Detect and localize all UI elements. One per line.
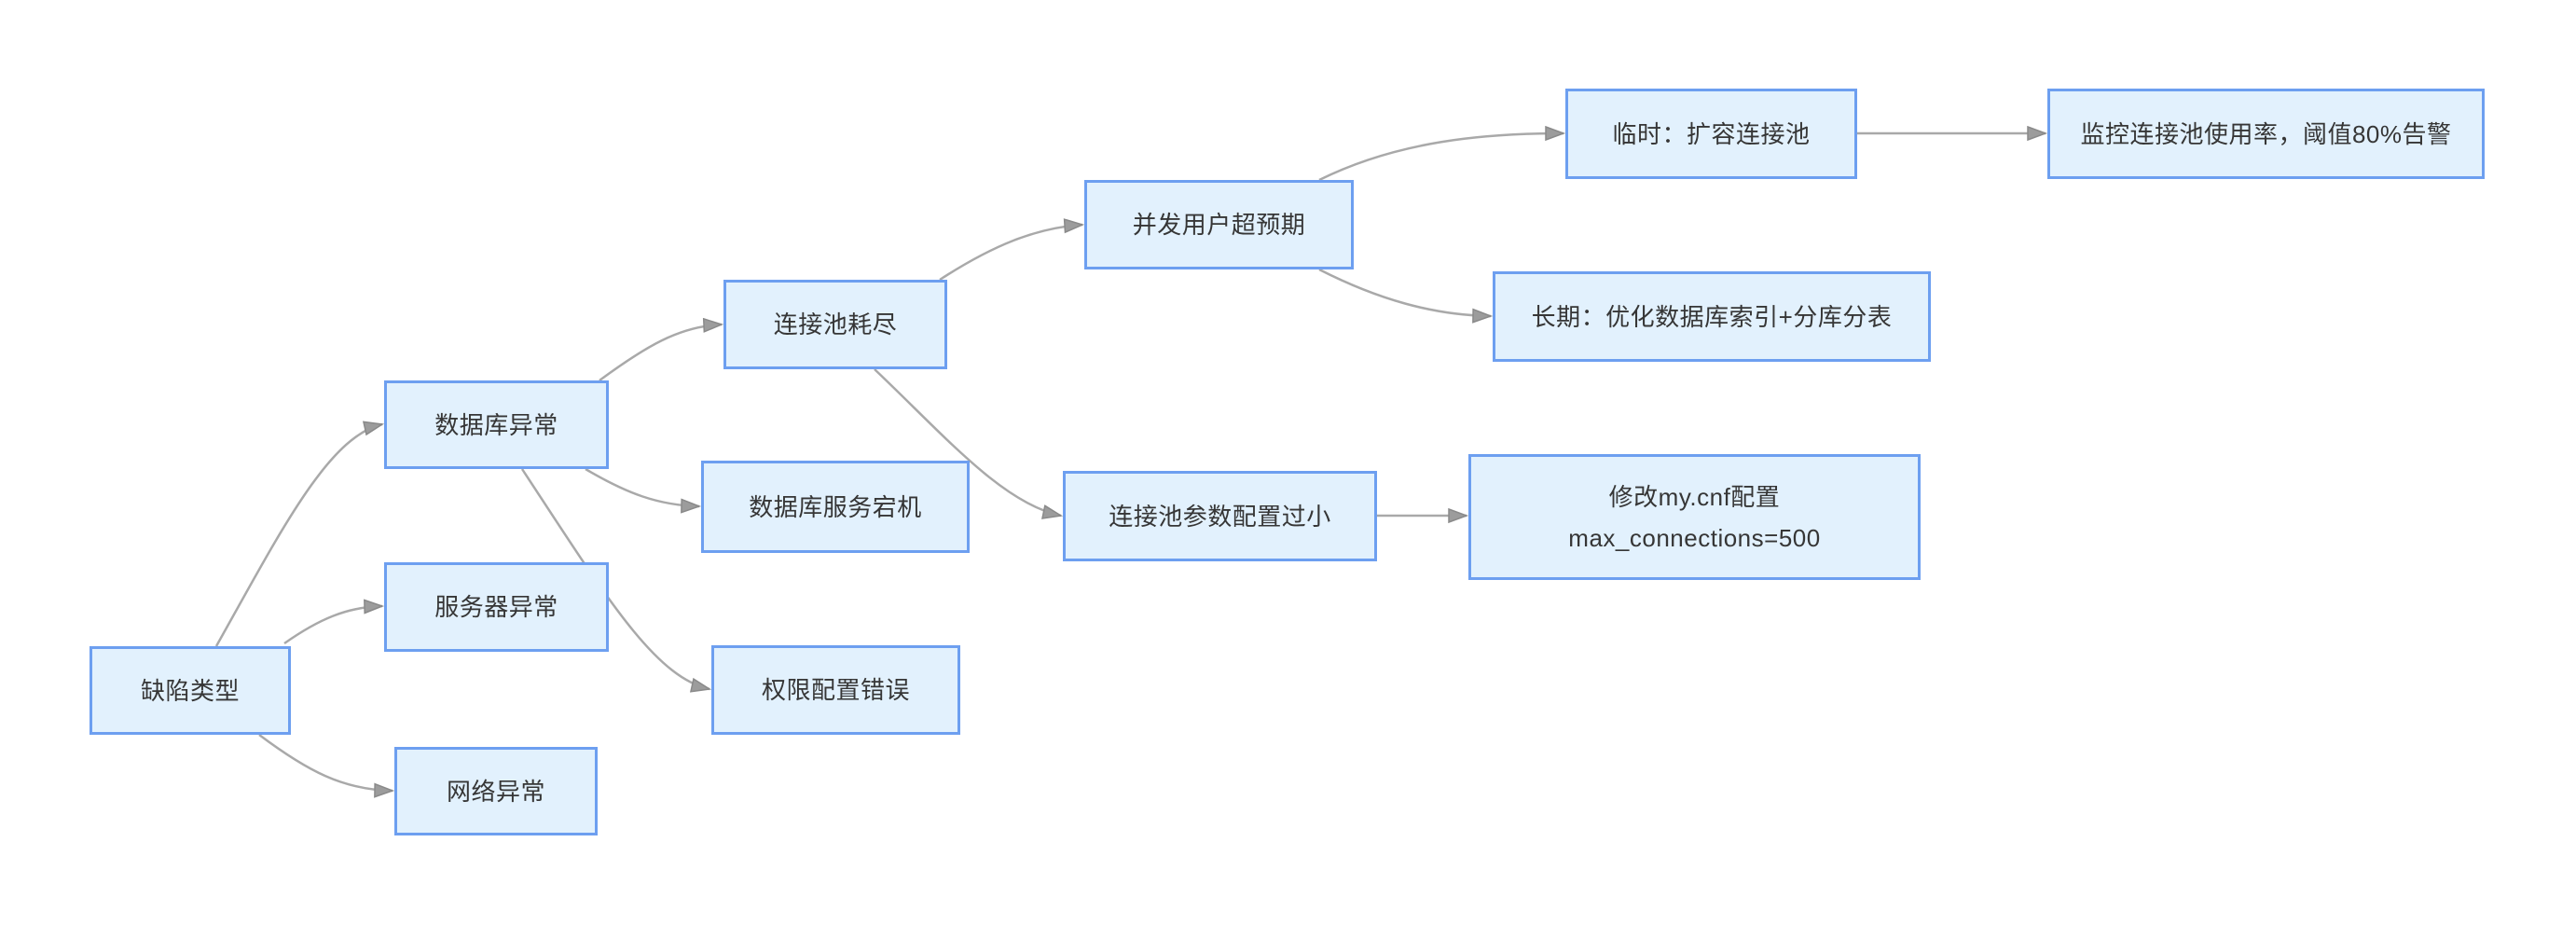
node-label: 数据库服务宕机 [749, 492, 922, 521]
node-database-exception[interactable]: 数据库异常 [384, 380, 609, 469]
node-defect-type[interactable]: 缺陷类型 [90, 646, 291, 735]
node-concurrent-users-exceeded[interactable]: 并发用户超预期 [1084, 180, 1354, 269]
edge-defect-type-to-server-exception [283, 606, 382, 645]
node-permission-config-error[interactable]: 权限配置错误 [711, 645, 960, 735]
node-label: 临时：扩容连接池 [1612, 119, 1811, 148]
edge-concurrent-users-exceeded-to-temp-expand-pool [1318, 133, 1564, 182]
node-label: 服务器异常 [434, 593, 558, 621]
node-server-exception[interactable]: 服务器异常 [384, 562, 609, 652]
node-label: 长期：优化数据库索引+分库分表 [1531, 302, 1893, 331]
node-label: 修改my.cnf配置 [1608, 482, 1781, 511]
node-label: 并发用户超预期 [1132, 211, 1306, 239]
node-database-service-down[interactable]: 数据库服务宕机 [701, 461, 970, 553]
node-monitor-pool-usage-alert[interactable]: 监控连接池使用率，阈值80%告警 [2047, 89, 2485, 179]
edge-defect-type-to-network-exception [258, 733, 393, 791]
node-modify-mycnf-config[interactable]: 修改my.cnf配置 max_connections=500 [1468, 454, 1921, 580]
node-connection-pool-exhausted[interactable]: 连接池耗尽 [723, 280, 947, 369]
edge-database-exception-to-database-service-down [585, 467, 699, 506]
edge-database-exception-to-connection-pool-exhausted [599, 324, 722, 382]
node-network-exception[interactable]: 网络异常 [394, 747, 598, 835]
node-label: 权限配置错误 [761, 676, 910, 704]
node-temp-expand-pool[interactable]: 临时：扩容连接池 [1565, 89, 1857, 179]
node-label: 连接池参数配置过小 [1109, 502, 1331, 531]
node-label: 监控连接池使用率，阈值80%告警 [2080, 119, 2452, 148]
node-label: 缺陷类型 [140, 676, 240, 705]
edge-concurrent-users-exceeded-to-longterm-optimize-sharding [1318, 268, 1491, 316]
node-label: 网络异常 [446, 777, 545, 806]
node-label: 数据库异常 [434, 410, 558, 439]
edge-connection-pool-exhausted-to-pool-param-too-small [874, 368, 1061, 516]
edge-database-exception-to-permission-config-error [520, 468, 709, 689]
node-longterm-optimize-sharding[interactable]: 长期：优化数据库索引+分库分表 [1493, 271, 1931, 362]
edge-connection-pool-exhausted-to-concurrent-users-exceeded [939, 225, 1082, 282]
node-pool-param-too-small[interactable]: 连接池参数配置过小 [1063, 471, 1377, 561]
node-label: 连接池耗尽 [773, 311, 898, 338]
node-label: max_connections=500 [1568, 523, 1821, 552]
edge-defect-type-to-database-exception [214, 424, 382, 647]
